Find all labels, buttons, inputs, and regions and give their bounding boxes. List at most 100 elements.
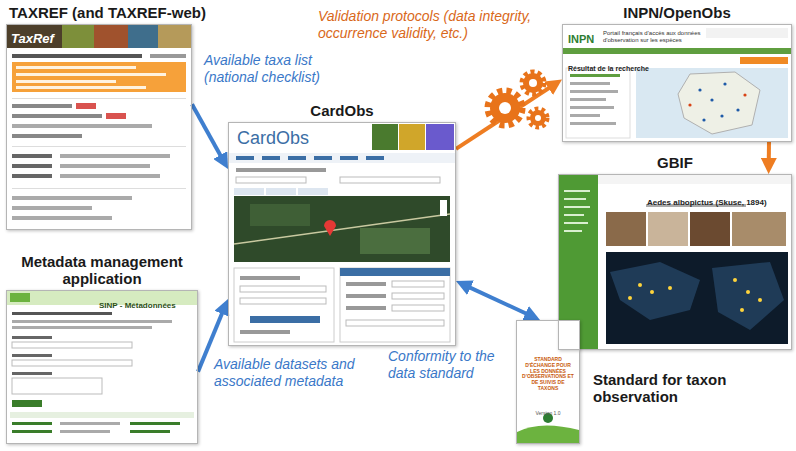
cardobs-screenshot xyxy=(236,156,254,160)
gear xyxy=(499,102,511,114)
cardobs-screenshot xyxy=(234,188,264,195)
cardobs-screenshot xyxy=(399,124,425,150)
text-holder: Conformity to the data standard xyxy=(388,348,518,382)
inpn-screenshot xyxy=(570,74,620,77)
inpn-screenshot xyxy=(702,118,705,121)
cardobs-screenshot xyxy=(426,124,454,150)
cardobs-screenshot xyxy=(392,281,444,287)
cardobs-screenshot xyxy=(262,156,280,160)
metadata-screenshot xyxy=(12,354,52,357)
taxref-screenshot xyxy=(16,66,136,69)
screenshot-text: Aedes albopictus (Skuse, 1894) xyxy=(647,198,767,207)
taxref-screenshot xyxy=(6,24,192,230)
text-holder: Metadata management application xyxy=(7,253,197,291)
gbif-screenshot xyxy=(564,230,582,232)
inpn-screenshot xyxy=(740,57,788,64)
taxref-screenshot xyxy=(106,113,126,119)
inpn-screenshot xyxy=(688,103,691,106)
taxref-screenshot xyxy=(16,73,166,76)
inpn-screenshot xyxy=(562,24,792,142)
cardobs-screenshot xyxy=(266,188,296,195)
inpn-screenshot xyxy=(562,24,792,142)
taxref-screenshot xyxy=(6,24,192,48)
screenshot-text: STANDARD D'ÉCHANGE POUR LES DONNÉES D'OB… xyxy=(521,357,575,392)
screenshot-text: Portail français d'accès aux données d'o… xyxy=(603,30,723,44)
metadata-screenshot xyxy=(12,320,172,323)
metadata-screenshot xyxy=(6,290,198,444)
screenshot-text: Version 1.0 xyxy=(535,411,560,417)
taxref-screenshot xyxy=(60,154,170,158)
screenshot-panel: TAXREF (and TAXREF-web)TaxRef xyxy=(6,24,192,230)
cardobs-screenshot xyxy=(346,306,386,310)
screenshot-text: Résultat de la recherche xyxy=(568,65,649,73)
gear xyxy=(488,91,522,125)
edge-label: Conformity to the data standard xyxy=(388,348,518,382)
screenshot-text: INPN xyxy=(568,33,594,46)
taxref-screenshot xyxy=(12,164,52,168)
gbif-screenshot xyxy=(712,262,784,330)
cardobs-screenshot xyxy=(288,156,306,160)
taxref-screenshot xyxy=(12,54,142,58)
cardobs-screenshot xyxy=(324,220,336,236)
cardobs-screenshot xyxy=(240,298,326,304)
cardobs-screenshot xyxy=(250,316,320,323)
inpn-screenshot xyxy=(636,68,788,138)
inpn-screenshot xyxy=(570,98,606,101)
gbif-screenshot xyxy=(733,278,737,282)
taxref-screenshot xyxy=(12,114,102,118)
cardobs-screenshot xyxy=(372,124,398,150)
taxref-screenshot xyxy=(62,24,94,48)
cardobs-screenshot xyxy=(240,286,326,292)
inpn-screenshot xyxy=(678,72,760,134)
taxref-screenshot xyxy=(12,216,112,220)
cardobs-screenshot xyxy=(240,276,300,280)
panel-heading: Metadata management application xyxy=(7,253,197,288)
screenshot-text: SINP - Métadonnées xyxy=(99,301,176,310)
taxref-screenshot xyxy=(12,124,152,128)
taxref-screenshot xyxy=(12,134,82,138)
gbif-screenshot xyxy=(558,174,792,350)
arrow-connector xyxy=(192,104,225,163)
text-holder: CardObs xyxy=(237,128,367,149)
gear xyxy=(529,79,537,87)
inpn-screenshot xyxy=(698,88,701,91)
metadata-screenshot xyxy=(60,430,110,433)
text-holder: Available taxa list (national checklist) xyxy=(204,52,364,86)
cardobs-screenshot xyxy=(229,153,455,163)
taxref-screenshot xyxy=(60,164,150,168)
metadata-screenshot xyxy=(12,312,112,315)
metadata-screenshot xyxy=(12,326,152,329)
text-holder: Standard for taxon observation xyxy=(593,371,743,406)
cardobs-screenshot xyxy=(360,228,430,254)
text-holder: INPN xyxy=(568,29,602,47)
metadata-screenshot xyxy=(12,430,52,433)
inpn-screenshot xyxy=(706,28,788,38)
gbif-screenshot xyxy=(610,262,700,320)
metadata-screenshot xyxy=(60,422,120,425)
text-holder: SINP - Métadonnées xyxy=(99,294,195,312)
gear xyxy=(490,93,520,123)
taxref-screenshot xyxy=(128,24,158,48)
inpn-screenshot xyxy=(570,82,610,85)
taxref-screenshot xyxy=(76,103,96,109)
gbif-screenshot xyxy=(690,212,730,246)
metadata-screenshot xyxy=(130,422,180,425)
cardobs-screenshot xyxy=(340,177,440,183)
cardobs-screenshot xyxy=(346,320,444,326)
taxref-screenshot xyxy=(12,154,52,158)
taxref-screenshot xyxy=(12,188,186,189)
standard-document xyxy=(516,320,580,444)
text-holder: GBIF xyxy=(559,154,791,175)
text-holder: STANDARD D'ÉCHANGE POUR LES DONNÉES D'OB… xyxy=(521,357,575,394)
inpn-screenshot xyxy=(570,114,600,117)
cardobs-screenshot xyxy=(236,168,326,172)
cardobs-screenshot xyxy=(346,282,386,286)
screenshot-panel: Standard for taxon observationSTANDARD D… xyxy=(516,320,580,444)
gbif-screenshot xyxy=(564,214,584,216)
inpn-screenshot xyxy=(566,68,630,138)
standard-document xyxy=(517,425,579,443)
gear xyxy=(529,109,547,127)
screenshot-text: TaxRef xyxy=(11,32,54,47)
gear xyxy=(522,72,544,94)
